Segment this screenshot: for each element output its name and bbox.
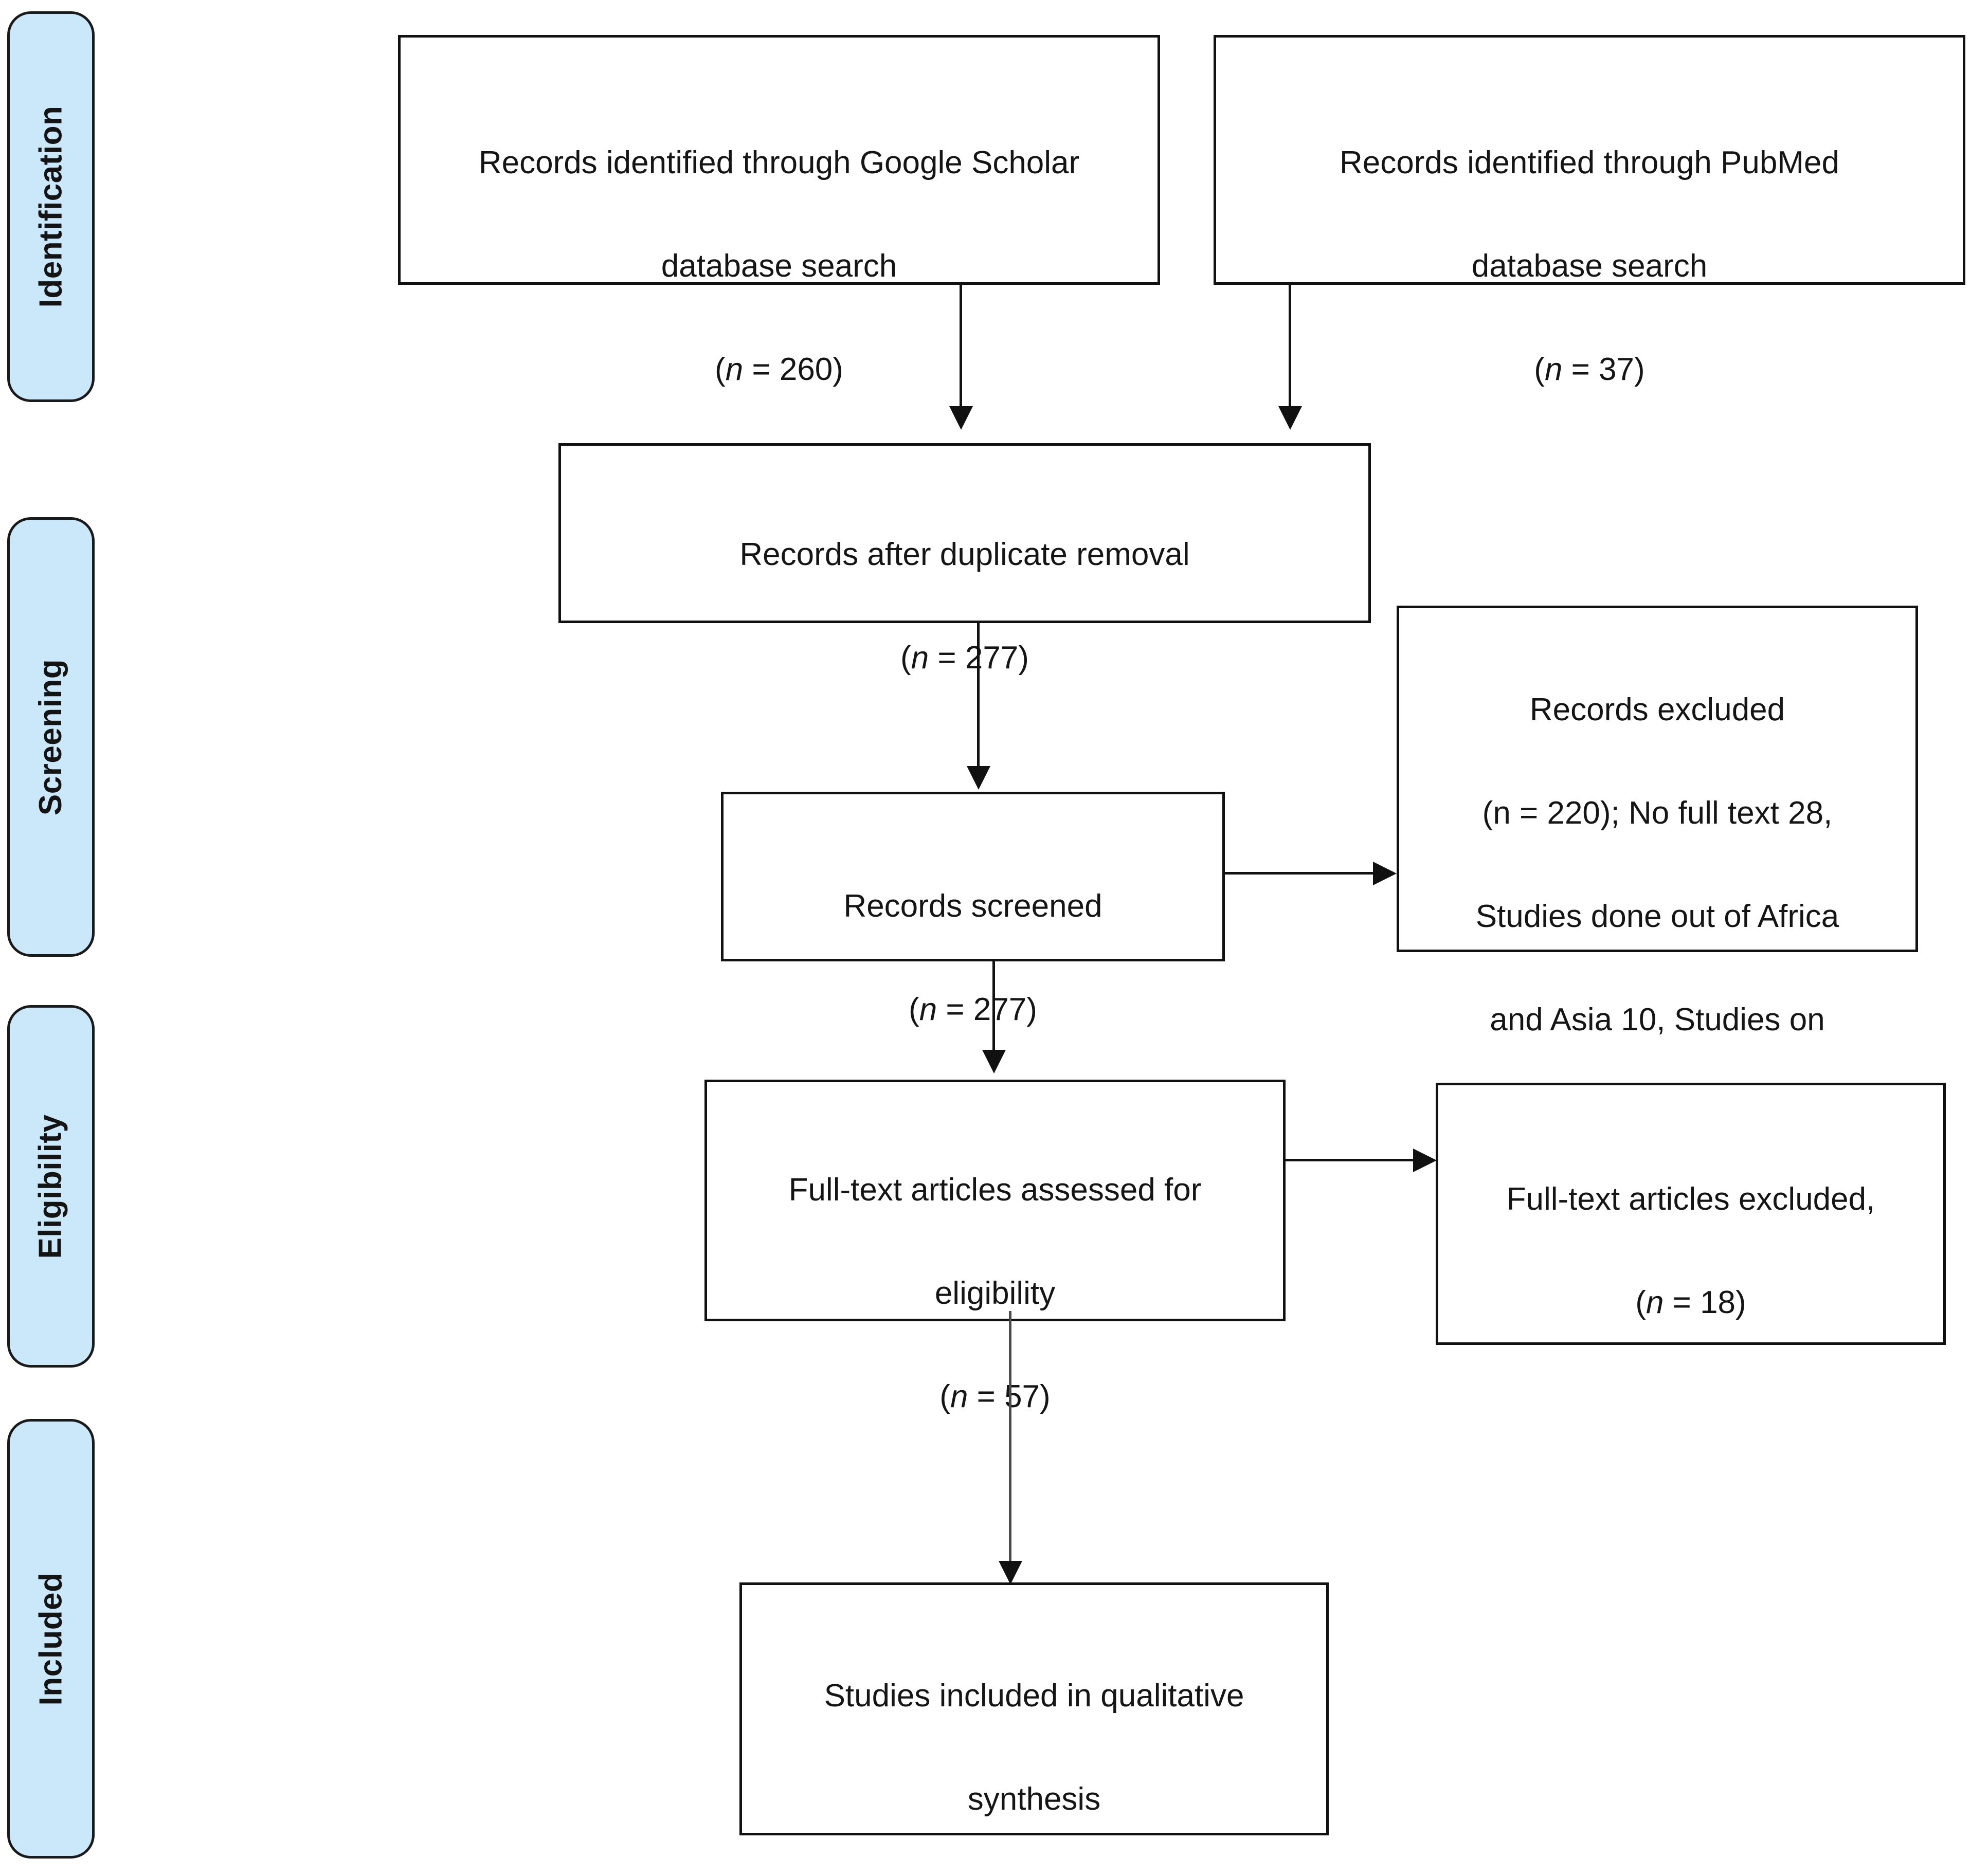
box-records-pubmed-text: Records identified through PubMed databa…: [1328, 38, 1851, 447]
excluded-line-1: Records excluded: [1529, 692, 1785, 728]
excluded-line-4: and Asia 10, Studies on: [1490, 1002, 1825, 1038]
box-records-after-duplicate-removal: Records after duplicate removal (n = 277…: [558, 443, 1371, 676]
arrow-screened-to-excluded: [1373, 862, 1397, 885]
gs-line-3: (n = 260): [715, 352, 843, 388]
phase-label-eligibility-text: Eligibility: [33, 1114, 68, 1259]
pm-line-2: database search: [1471, 248, 1708, 284]
phase-label-included-text: Included: [33, 1572, 68, 1705]
screened-line-2: (n = 277): [909, 992, 1037, 1028]
arrow-fulltext-to-excluded: [1413, 1149, 1437, 1172]
box-records-google-scholar-text: Records identified through Google Schola…: [467, 38, 1091, 447]
phase-label-eligibility: Eligibility: [7, 1005, 95, 1368]
arrow-fulltext-to-included: [999, 1561, 1022, 1584]
box-records-excluded: Records excluded (n = 220); No full text…: [1397, 606, 1918, 1141]
gs-line-2: database search: [661, 248, 897, 284]
box-records-after-duplicate-removal-text: Records after duplicate removal (n = 277…: [728, 446, 1201, 736]
box-records-screened-text: Records screened (n = 277): [832, 794, 1113, 1087]
phase-label-identification: Identification: [7, 11, 95, 402]
box-records-pubmed: Records identified through PubMed databa…: [1214, 35, 1965, 387]
connector-dedup-to-screened: [977, 623, 980, 771]
assessed-line-1: Full-text articles assessed for: [788, 1172, 1202, 1208]
pm-line-3: (n = 37): [1534, 352, 1645, 388]
connector-fulltext-to-excluded: [1286, 1159, 1415, 1161]
box-fulltext-assessed-text: Full-text articles assessed for eligibil…: [777, 1082, 1213, 1474]
arrow-dedup-to-screened: [967, 766, 990, 790]
pm-line-1: Records identified through PubMed: [1340, 145, 1839, 181]
box-records-google-scholar: Records identified through Google Schola…: [398, 35, 1160, 387]
arrow-screened-to-fulltext: [982, 1050, 1006, 1073]
included-line-1: Studies included in qualitative: [824, 1678, 1244, 1714]
dedup-line-2: (n = 277): [900, 640, 1029, 676]
connector-fulltext-to-included: [1009, 1311, 1011, 1568]
box-fulltext-excluded: Full-text articles excluded, (n = 18): [1436, 1083, 1946, 1345]
gs-line-1: Records identified through Google Schola…: [478, 145, 1080, 181]
ft-excluded-line-2: (n = 18): [1635, 1285, 1746, 1321]
box-studies-included: Studies included in qualitative synthesi…: [739, 1582, 1329, 1835]
screened-line-1: Records screened: [843, 888, 1102, 924]
phase-label-included: Included: [7, 1419, 95, 1859]
box-fulltext-assessed: Full-text articles assessed for eligibil…: [704, 1080, 1286, 1414]
arrow-pubmed-to-dedup: [1278, 406, 1302, 430]
connector-gs-to-dedup: [960, 285, 962, 411]
phase-label-screening: Screening: [7, 517, 95, 957]
assessed-line-3: (n = 57): [939, 1379, 1051, 1415]
excluded-line-2: (n = 220); No full text 28,: [1482, 795, 1833, 831]
connector-pubmed-to-dedup: [1289, 285, 1291, 411]
assessed-line-2: eligibility: [934, 1276, 1056, 1312]
excluded-line-3: Studies done out of Africa: [1475, 899, 1839, 935]
included-line-2: synthesis: [967, 1781, 1101, 1817]
arrow-gs-to-dedup: [949, 406, 973, 430]
phase-label-identification-text: Identification: [33, 105, 68, 308]
box-records-screened: Records screened (n = 277): [721, 792, 1225, 1027]
phase-label-screening-text: Screening: [33, 659, 68, 815]
box-fulltext-excluded-text: Full-text articles excluded, (n = 18): [1495, 1085, 1887, 1380]
box-studies-included-text: Studies included in qualitative synthesi…: [813, 1585, 1256, 1876]
dedup-line-1: Records after duplicate removal: [739, 537, 1190, 573]
connector-screened-to-excluded: [1225, 872, 1375, 875]
connector-screened-to-fulltext: [992, 961, 995, 1055]
ft-excluded-line-1: Full-text articles excluded,: [1506, 1181, 1875, 1217]
